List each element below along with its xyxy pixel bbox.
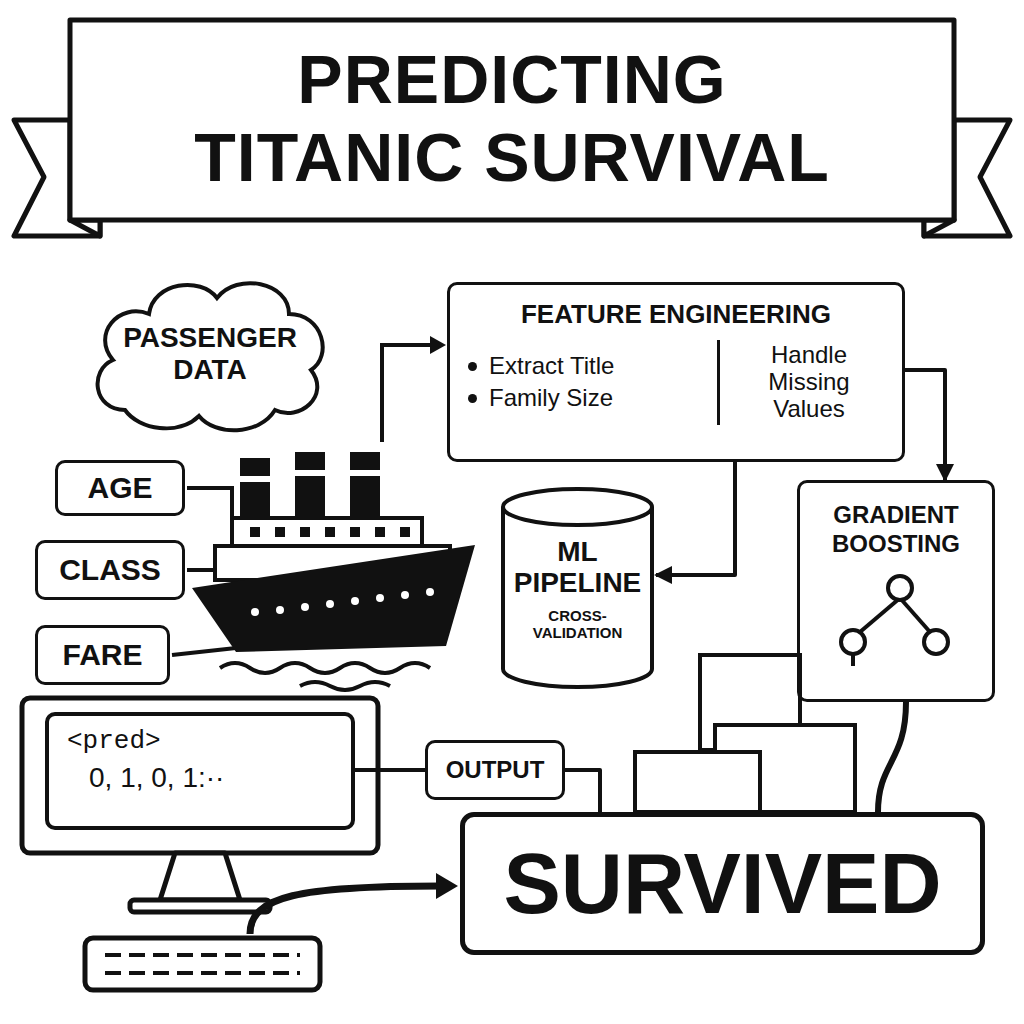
node-label: FARE xyxy=(62,638,142,672)
porthole xyxy=(401,591,409,599)
monitor-stand xyxy=(160,853,240,900)
window xyxy=(275,527,285,537)
keyboard-keys xyxy=(105,955,300,973)
arrow-head xyxy=(430,336,446,354)
waves xyxy=(220,663,430,690)
monitor-base xyxy=(130,900,270,912)
leader-line xyxy=(187,488,232,540)
screen-text: 0, 1, 0, 1:·· xyxy=(67,762,333,794)
bullet-item: Extract Title xyxy=(468,352,703,380)
bullet-item: Family Size xyxy=(468,384,703,412)
database-cylinder: ML PIPELINE CROSS-VALIDATION xyxy=(500,485,655,690)
ship-arrow xyxy=(382,336,446,442)
flow-connector xyxy=(565,770,600,812)
node-label: OUTPUT xyxy=(446,756,545,784)
cylinder-top xyxy=(503,489,652,525)
funnel-band xyxy=(295,470,325,476)
window xyxy=(300,527,310,537)
hull xyxy=(192,545,475,652)
funnel xyxy=(295,452,325,524)
ship-illustration xyxy=(192,452,475,690)
node-sublabel: CROSS-VALIDATION xyxy=(506,607,649,642)
arrow-head xyxy=(436,873,458,899)
flow-connector xyxy=(905,370,945,480)
title-holder: PREDICTING TITANIC SURVIVAL xyxy=(70,40,954,196)
bullet-text: Extract Title xyxy=(489,352,614,380)
result-box: SURVIVED xyxy=(460,812,985,955)
keyboard xyxy=(85,938,320,990)
porthole xyxy=(326,600,334,608)
portholes xyxy=(251,588,434,616)
tree-node xyxy=(841,630,865,654)
monitor-frame xyxy=(22,698,378,853)
bullet-text: Family Size xyxy=(489,384,613,412)
window xyxy=(400,527,410,537)
stack-box xyxy=(635,752,760,812)
flow-connector xyxy=(878,702,906,812)
bullet-list: Extract TitleFamily Size xyxy=(468,348,717,416)
node-label: SURVIVED xyxy=(503,834,941,933)
feature-box: FARE xyxy=(35,625,170,685)
key-row xyxy=(105,953,300,957)
porthole xyxy=(251,608,259,616)
node-label: ML PIPELINE xyxy=(506,537,649,599)
screen-text: <pred> xyxy=(67,726,333,756)
tree-branch xyxy=(860,598,900,632)
banner-body xyxy=(70,20,954,220)
tree-icon xyxy=(841,576,948,666)
side-text: Handle Missing Values xyxy=(734,342,884,423)
porthole xyxy=(301,603,309,611)
title-banner xyxy=(14,20,1010,236)
porthole xyxy=(426,588,434,596)
funnel-band xyxy=(240,476,270,482)
bullet-dot xyxy=(468,362,477,371)
window xyxy=(325,527,335,537)
deck-windows xyxy=(250,527,410,537)
diagram-title: PREDICTING TITANIC SURVIVAL xyxy=(177,40,847,196)
porthole xyxy=(376,594,384,602)
funnel xyxy=(350,452,380,524)
feature-box: AGE xyxy=(55,460,185,516)
model-box: GRADIENT BOOSTING xyxy=(797,480,995,702)
tree-branch xyxy=(900,598,930,632)
window xyxy=(375,527,385,537)
tree-node xyxy=(888,576,912,600)
flow-connector xyxy=(656,462,735,575)
porthole xyxy=(276,606,284,614)
cylinder-body xyxy=(503,507,652,687)
feature-box: CLASS xyxy=(35,540,185,600)
node-label: PASSENGER DATA xyxy=(115,322,305,386)
leader-line xyxy=(172,648,236,655)
screen-box: <pred> 0, 1, 0, 1:·· xyxy=(45,712,355,830)
node-label: GRADIENT BOOSTING xyxy=(812,501,980,559)
flow-connector xyxy=(355,768,425,772)
window xyxy=(250,527,260,537)
output-box: OUTPUT xyxy=(425,740,565,800)
flow-line xyxy=(250,886,440,934)
node-label: CLASS xyxy=(59,553,161,587)
upper-deck xyxy=(232,518,422,548)
keyboard-arrow xyxy=(250,873,458,934)
box-row: Extract TitleFamily SizeHandle Missing V… xyxy=(468,340,884,425)
tree-node xyxy=(924,630,948,654)
stacked-boxes xyxy=(635,655,855,812)
flow-line xyxy=(382,345,432,442)
node-label: AGE xyxy=(87,471,152,505)
funnel-band xyxy=(350,470,380,476)
box-heading: FEATURE ENGINEERING xyxy=(468,299,884,330)
process-box: FEATURE ENGINEERING Extract TitleFamily S… xyxy=(447,282,905,462)
window xyxy=(350,527,360,537)
bullet-dot xyxy=(468,394,477,403)
side-column: Handle Missing Values xyxy=(717,340,884,425)
cloud-path xyxy=(98,283,323,430)
cloud-node: PASSENGER DATA xyxy=(85,268,335,440)
porthole xyxy=(351,597,359,605)
key-row xyxy=(105,971,300,975)
monitor-illustration xyxy=(22,698,378,990)
